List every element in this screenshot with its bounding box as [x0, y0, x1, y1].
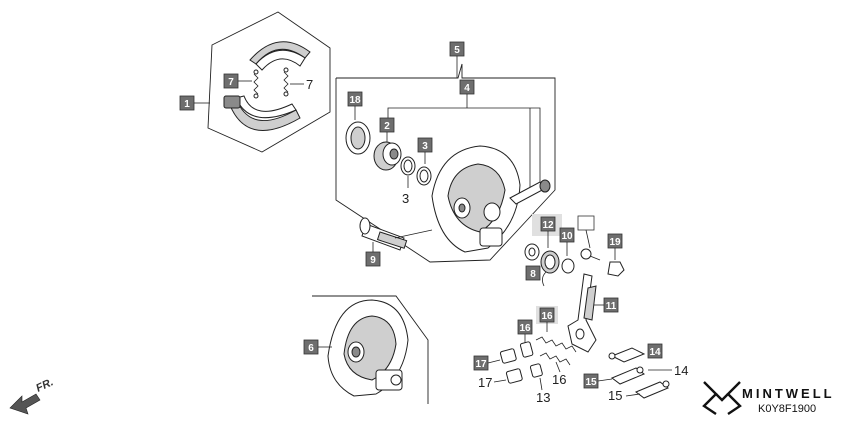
callout-16-mid: 16	[517, 319, 533, 344]
brake-cam	[509, 179, 551, 205]
callout-12: 12	[532, 214, 562, 248]
clip-lower	[635, 380, 670, 399]
dust-seal	[345, 121, 371, 155]
callout-10: 10	[559, 227, 575, 256]
svg-text:7: 7	[306, 77, 313, 92]
svg-text:7: 7	[228, 77, 234, 88]
callout-4: 4	[387, 79, 541, 190]
callout-6: 6	[303, 339, 332, 355]
clip-mid	[611, 366, 645, 385]
svg-text:3: 3	[402, 191, 409, 206]
svg-text:16: 16	[541, 311, 553, 322]
callout-1: 1	[179, 95, 210, 111]
adjust-pin-top	[519, 341, 534, 358]
shoe-spring-right	[283, 67, 289, 97]
svg-text:4: 4	[464, 83, 470, 94]
callout-16-top: 16	[536, 306, 558, 332]
svg-text:18: 18	[580, 219, 592, 230]
axle-pivot	[359, 217, 433, 251]
lock-nut	[505, 368, 523, 384]
front-direction-arrow: FR.	[9, 376, 55, 415]
mintwell-logo	[702, 381, 742, 415]
svg-text:16: 16	[519, 323, 531, 334]
svg-text:8: 8	[530, 269, 536, 280]
brake-shoe-upper	[249, 41, 311, 71]
svg-text:9: 9	[370, 255, 376, 266]
adjust-pin-bottom	[529, 363, 543, 391]
callout-3: 3	[417, 137, 433, 164]
label-16: 16	[552, 361, 566, 387]
brand-name: MINTWELL	[742, 386, 835, 401]
callout-2: 2	[379, 117, 395, 142]
label-7: 7	[290, 77, 313, 92]
svg-text:6: 6	[308, 343, 314, 354]
brake-shoe-group-outline	[207, 11, 331, 153]
diagram-code: K0Y8F1900	[758, 403, 816, 415]
svg-text:10: 10	[561, 231, 573, 242]
brake-arm	[567, 273, 597, 353]
svg-text:15: 15	[608, 388, 622, 403]
label-17: 17	[478, 375, 507, 390]
svg-text:17: 17	[475, 359, 487, 370]
label-3: 3	[402, 176, 409, 206]
callout-7: 7	[223, 73, 252, 89]
svg-text:14: 14	[649, 347, 661, 358]
label-15: 15	[608, 388, 641, 403]
adjust-spring	[535, 336, 577, 366]
svg-text:15: 15	[585, 377, 597, 388]
svg-text:17: 17	[478, 375, 492, 390]
callout-18-top: 18	[347, 91, 363, 120]
speedometer-gear	[373, 141, 402, 171]
svg-text:12: 12	[542, 220, 554, 231]
callout-15: 15	[583, 373, 613, 389]
svg-text:18: 18	[349, 95, 361, 106]
svg-text:11: 11	[606, 301, 617, 312]
svg-text:19: 19	[609, 237, 621, 248]
svg-text:3: 3	[422, 141, 428, 152]
spring-washer	[524, 243, 540, 261]
callout-19: 19	[607, 233, 623, 260]
bolt-small	[580, 248, 601, 261]
callout-5: 5	[449, 41, 465, 78]
callout-8: 8	[525, 265, 541, 281]
brake-panel	[431, 145, 521, 253]
svg-text:1: 1	[184, 99, 190, 110]
svg-text:13: 13	[536, 390, 550, 405]
front-direction-label: FR.	[34, 376, 55, 394]
brake-shoe-lower	[223, 95, 301, 131]
svg-text:14: 14	[674, 363, 688, 378]
return-spring	[540, 250, 560, 287]
washer-small	[400, 156, 416, 176]
nut	[607, 261, 625, 277]
indicator-plate	[561, 258, 575, 274]
lower-panel-group-outline	[312, 295, 429, 404]
brake-panel-bare	[327, 299, 409, 397]
washer-large	[416, 166, 432, 186]
callout-9: 9	[365, 242, 381, 267]
callout-17: 17	[473, 355, 501, 371]
pin-joint	[499, 348, 517, 364]
svg-text:5: 5	[454, 45, 460, 56]
svg-text:2: 2	[384, 121, 390, 132]
label-13: 13	[536, 390, 550, 405]
callout-18-right: 18	[577, 215, 595, 249]
shoe-spring-left	[253, 69, 259, 99]
callout-11: 11	[594, 297, 619, 313]
clip-upper	[608, 347, 646, 363]
svg-text:16: 16	[552, 372, 566, 387]
label-14: 14	[648, 363, 688, 378]
callout-14: 14	[647, 343, 663, 359]
